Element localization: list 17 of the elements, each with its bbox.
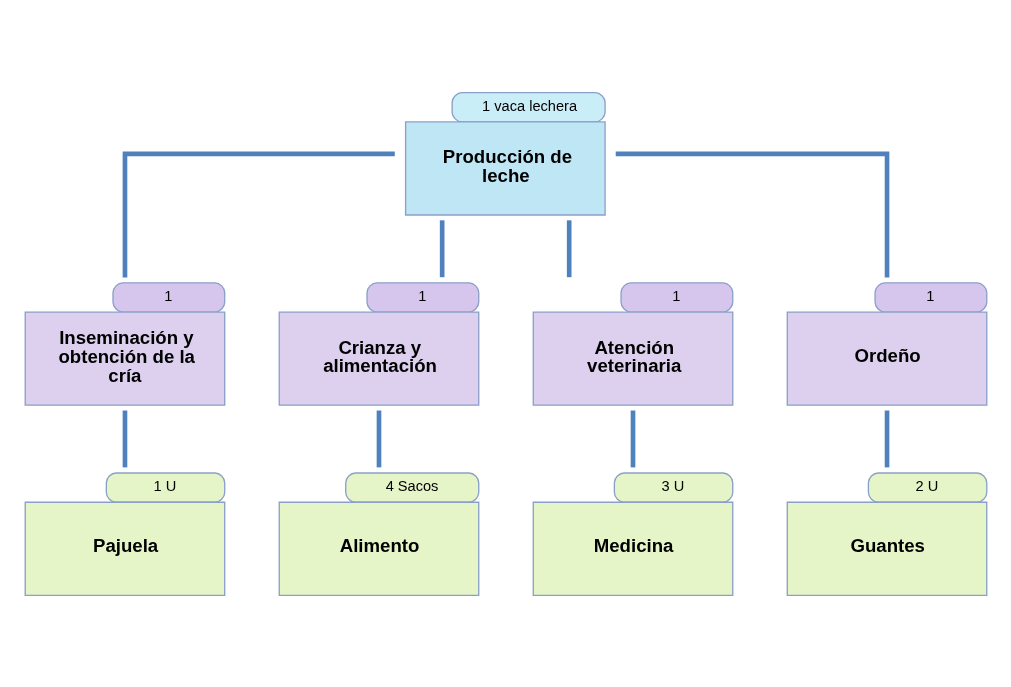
node-label: 1 vaca lechera bbox=[481, 97, 577, 114]
connector bbox=[439, 219, 444, 277]
node-label: 1 bbox=[925, 287, 934, 304]
connector bbox=[122, 151, 395, 277]
connector bbox=[376, 410, 381, 467]
connector bbox=[630, 410, 635, 467]
connector bbox=[566, 219, 571, 277]
node-label: 4 Sacos bbox=[385, 477, 438, 494]
node-label: 1 U bbox=[153, 477, 176, 494]
node-label: 1 bbox=[163, 287, 172, 304]
node-label: 2 U bbox=[915, 477, 938, 494]
node-label: 1 bbox=[671, 287, 680, 304]
connector bbox=[122, 410, 127, 467]
connector bbox=[884, 410, 889, 467]
node-label: 3 U bbox=[661, 477, 684, 494]
connector bbox=[615, 151, 889, 277]
node-label: 1 bbox=[417, 287, 426, 304]
